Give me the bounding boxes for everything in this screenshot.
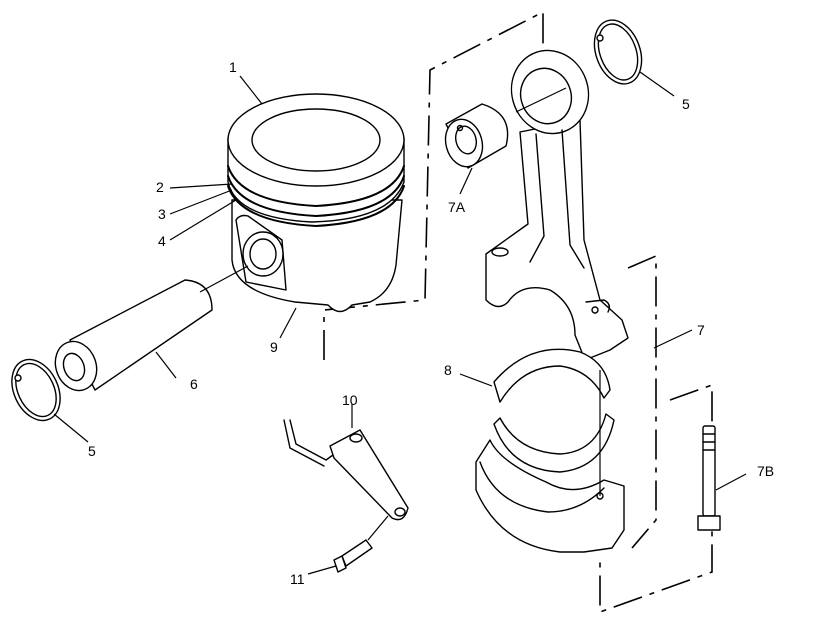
piston-pin <box>54 279 213 392</box>
callouts: 1 2 3 4 5 5 6 7 7A 7B 8 9 10 11 <box>88 59 774 587</box>
callout-5-top: 5 <box>682 96 690 112</box>
callout-4: 4 <box>158 233 166 249</box>
pin-bushing <box>444 103 509 169</box>
callout-7b: 7B <box>757 463 774 479</box>
callout-1: 1 <box>229 59 237 75</box>
callout-5-left: 5 <box>88 443 96 459</box>
bearing-upper <box>493 348 611 403</box>
connecting-rod <box>485 49 629 361</box>
callout-2: 2 <box>156 179 164 195</box>
callout-11: 11 <box>290 571 305 587</box>
callout-7: 7 <box>697 322 705 338</box>
leader-lines <box>53 71 747 575</box>
rod-bolt <box>697 425 721 531</box>
callout-10: 10 <box>342 392 358 408</box>
piston <box>227 93 405 313</box>
retaining-ring-top <box>593 19 643 85</box>
callout-8: 8 <box>444 362 452 378</box>
retaining-ring-left <box>11 358 61 422</box>
callout-9: 9 <box>270 339 278 355</box>
callout-6: 6 <box>190 376 198 392</box>
callout-3: 3 <box>158 206 166 222</box>
assembly-boundary-lines <box>323 10 713 614</box>
callout-7a: 7A <box>448 199 466 215</box>
rod-cap <box>475 439 625 553</box>
nozzle-bolt <box>333 539 373 573</box>
spray-nozzle <box>283 419 409 521</box>
bearing-lower <box>493 413 615 473</box>
